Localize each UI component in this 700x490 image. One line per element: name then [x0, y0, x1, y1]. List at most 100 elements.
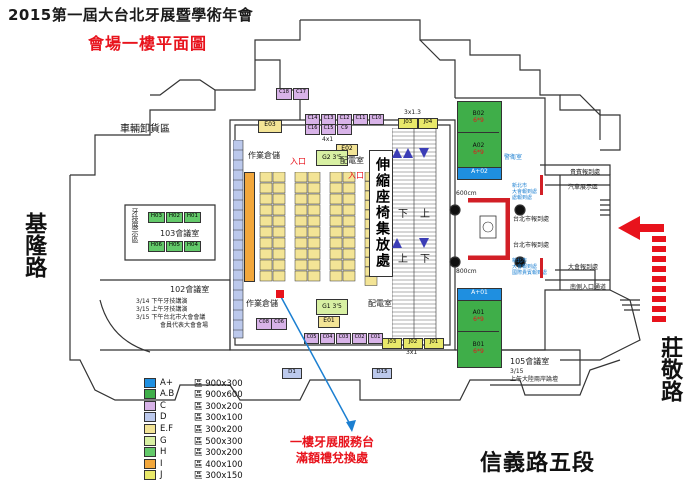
distribution-room-top: 配電室: [340, 156, 364, 165]
booth-ef[interactable]: [294, 182, 308, 194]
booth-ef[interactable]: [272, 226, 286, 238]
booth-ef[interactable]: [329, 172, 343, 183]
booth-ef[interactable]: [272, 237, 286, 249]
booth-j02[interactable]: J02: [403, 338, 423, 349]
booth-ef[interactable]: [329, 270, 343, 282]
booth-c17[interactable]: C17: [293, 88, 309, 100]
booth-ef[interactable]: [259, 215, 273, 227]
booth-d1[interactable]: D1: [282, 368, 302, 379]
booth-ef[interactable]: [307, 215, 321, 227]
booth-ef[interactable]: [294, 259, 308, 271]
booth-ef[interactable]: [329, 237, 343, 249]
booth-j03-top[interactable]: J03: [398, 118, 418, 129]
booth-c15[interactable]: C15: [321, 124, 336, 135]
booth-ef[interactable]: [342, 248, 356, 260]
booth-ef[interactable]: [259, 172, 273, 183]
booth-a-plus-02[interactable]: A+02: [457, 167, 502, 180]
booth-c05[interactable]: C05: [304, 333, 319, 344]
booth-j04[interactable]: J04: [418, 118, 438, 129]
booth-c02[interactable]: C02: [352, 333, 367, 344]
booth-ef[interactable]: [307, 204, 321, 216]
booth-h04[interactable]: H04: [184, 241, 201, 252]
booth-ef[interactable]: [307, 193, 321, 205]
booth-ef[interactable]: [329, 182, 343, 194]
booth-ef[interactable]: [294, 226, 308, 238]
booth-c9[interactable]: C9: [337, 124, 352, 135]
booth-ef[interactable]: [342, 226, 356, 238]
booth-ef[interactable]: [342, 204, 356, 216]
booth-ef[interactable]: [294, 237, 308, 249]
booth-ef[interactable]: [329, 193, 343, 205]
booth-h03[interactable]: H03: [148, 212, 165, 223]
booth-ef[interactable]: [272, 215, 286, 227]
booth-c18[interactable]: C18: [276, 88, 292, 100]
booth-ef[interactable]: [342, 270, 356, 282]
booth-ef[interactable]: [259, 270, 273, 282]
booth-ef[interactable]: [364, 276, 378, 286]
booth-ef[interactable]: [259, 204, 273, 216]
booth-g1[interactable]: G1 3'5: [316, 299, 348, 315]
booth-ef[interactable]: [329, 226, 343, 238]
booth-g2[interactable]: G2 3'5: [316, 150, 348, 166]
booth-h01[interactable]: H01: [184, 212, 201, 223]
booth-h05[interactable]: H05: [166, 241, 183, 252]
booth-ef[interactable]: [329, 215, 343, 227]
booth-ef[interactable]: [329, 204, 343, 216]
booth-j01[interactable]: J01: [424, 338, 444, 349]
booth-d15[interactable]: D15: [372, 368, 392, 379]
booth-ef[interactable]: [342, 237, 356, 249]
booth-ef[interactable]: [329, 259, 343, 271]
booth-ef[interactable]: [272, 248, 286, 260]
booth-ef[interactable]: [294, 215, 308, 227]
booth-ef[interactable]: [294, 270, 308, 282]
booth-ef[interactable]: [307, 226, 321, 238]
booth-ef[interactable]: [342, 215, 356, 227]
booth-ef[interactable]: [259, 237, 273, 249]
booth-j03-bottom[interactable]: J03: [382, 338, 402, 349]
booth-ef[interactable]: [272, 204, 286, 216]
booth-ef[interactable]: [272, 193, 286, 205]
booth-c06[interactable]: C06: [271, 318, 287, 330]
booth-ef[interactable]: [294, 248, 308, 260]
booth-ef[interactable]: [259, 226, 273, 238]
booth-ef[interactable]: [294, 172, 308, 183]
booth-ef[interactable]: [259, 259, 273, 271]
booth-ef[interactable]: [307, 182, 321, 194]
booth-ef[interactable]: [272, 172, 286, 183]
legend-code: A.B: [160, 389, 175, 400]
booth-c04[interactable]: C04: [320, 333, 335, 344]
booth-e01[interactable]: E01: [318, 316, 340, 328]
i-booth-column[interactable]: [244, 172, 255, 282]
booth-e03[interactable]: E03: [258, 120, 282, 133]
booth-ef[interactable]: [294, 204, 308, 216]
booth-ef[interactable]: [259, 182, 273, 194]
booth-ef[interactable]: [307, 259, 321, 271]
booth-ef[interactable]: [307, 172, 321, 183]
booth-ef[interactable]: [342, 182, 356, 194]
booth-h06[interactable]: H06: [148, 241, 165, 252]
booth-ef[interactable]: [259, 193, 273, 205]
booth-ef[interactable]: [272, 259, 286, 271]
booth-ef[interactable]: [329, 248, 343, 260]
booth-c10[interactable]: C10: [369, 114, 384, 125]
booth-ef[interactable]: [259, 248, 273, 260]
booth-c03[interactable]: C03: [336, 333, 351, 344]
booth-ef[interactable]: [272, 270, 286, 282]
booth-ef[interactable]: [342, 172, 356, 183]
booth-c11[interactable]: C11: [353, 114, 368, 125]
booth-ef[interactable]: [342, 259, 356, 271]
booth-ef[interactable]: [294, 193, 308, 205]
booth-ef[interactable]: [307, 237, 321, 249]
booth-ef[interactable]: [342, 193, 356, 205]
booth-h02[interactable]: H02: [166, 212, 183, 223]
booth-ef[interactable]: [272, 182, 286, 194]
booth-c16[interactable]: C16: [305, 124, 320, 135]
booth-c08[interactable]: C08: [256, 318, 272, 330]
booth-c01[interactable]: C01: [368, 333, 383, 344]
booth-ef[interactable]: [307, 270, 321, 282]
booth-ef[interactable]: [307, 248, 321, 260]
